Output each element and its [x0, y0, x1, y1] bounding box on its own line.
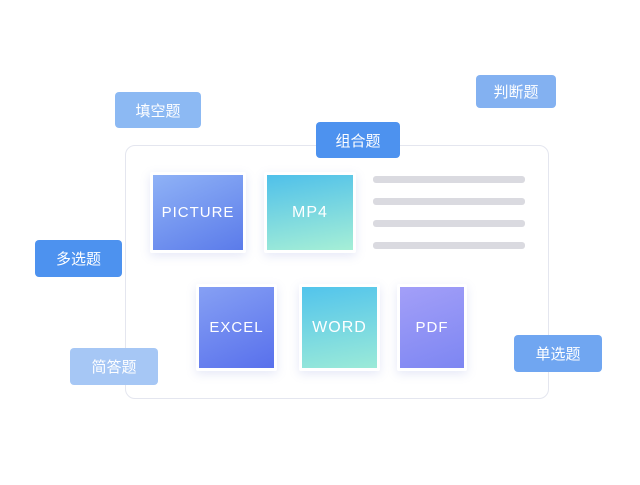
tile-pdf-label: PDF	[415, 319, 449, 336]
tag-fill-blank-label: 填空题	[135, 102, 181, 120]
tile-pdf: PDF	[397, 284, 467, 371]
placeholder-line	[373, 198, 525, 205]
tile-mp4-label: MP4	[292, 203, 328, 221]
tag-combo-label: 组合题	[335, 132, 381, 150]
tile-word: WORD	[299, 284, 380, 371]
tile-mp4: MP4	[264, 172, 356, 253]
tag-short-answer-label: 简答题	[91, 359, 137, 376]
tile-word-label: WORD	[312, 318, 367, 336]
tile-excel-label: EXCEL	[209, 319, 264, 336]
tag-multi-choice[interactable]: 多选题	[35, 240, 122, 277]
tag-multi-choice-label: 多选题	[55, 251, 101, 268]
tile-excel: EXCEL	[196, 284, 277, 371]
tag-judge-label: 判断题	[493, 84, 539, 101]
tile-picture: PICTURE	[150, 172, 246, 253]
tag-single-choice-label: 单选题	[535, 346, 581, 363]
tag-judge[interactable]: 判断题	[476, 75, 556, 108]
tag-short-answer[interactable]: 简答题	[70, 348, 158, 385]
placeholder-line	[373, 242, 525, 249]
tag-combo[interactable]: 组合题	[316, 122, 400, 158]
placeholder-line	[373, 220, 525, 227]
placeholder-line	[373, 176, 525, 183]
tag-single-choice[interactable]: 单选题	[514, 335, 602, 372]
tag-fill-blank[interactable]: 填空题	[115, 92, 201, 128]
tile-picture-label: PICTURE	[161, 204, 235, 221]
